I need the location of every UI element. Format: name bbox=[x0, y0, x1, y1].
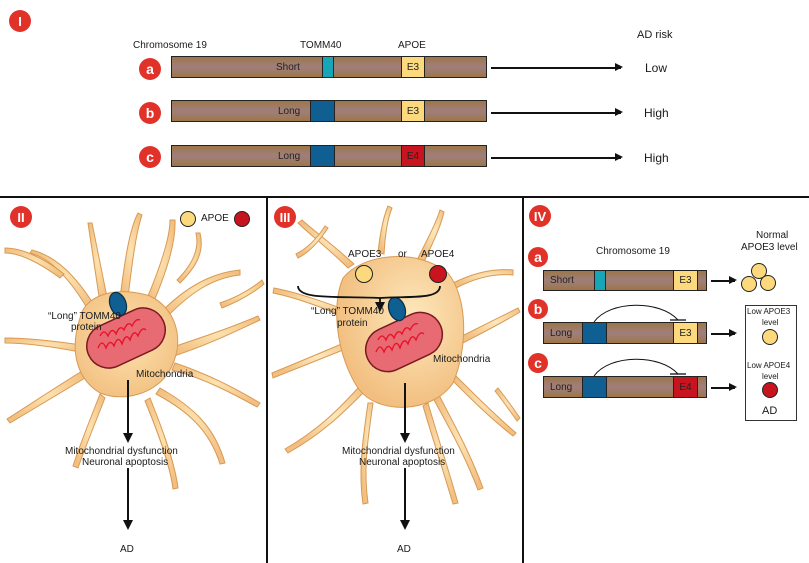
low-apoe3-line1: Low APOE3 bbox=[747, 307, 791, 316]
arrow-b bbox=[491, 109, 623, 115]
apoe3-circle bbox=[355, 265, 373, 283]
apoe-segment: E3 bbox=[673, 323, 698, 343]
apoe3-arrow bbox=[297, 285, 381, 303]
tomm40-segment bbox=[594, 271, 606, 290]
arrow-c bbox=[491, 154, 623, 160]
arrowhead bbox=[123, 433, 133, 443]
chromosome-bar-b: Long E3 bbox=[543, 322, 707, 344]
outcome-line1: Mitochondrial dysfunction bbox=[342, 446, 455, 457]
mitochondria bbox=[364, 311, 444, 373]
row-badge-b: b bbox=[139, 102, 161, 124]
regulation-arc-c bbox=[593, 358, 686, 377]
neuron-illustration-2 bbox=[4, 212, 265, 530]
tomm40-segment bbox=[310, 101, 335, 121]
low-apoe4-line2: level bbox=[762, 372, 779, 381]
arrow-a bbox=[491, 64, 623, 70]
mitochondria-label: Mitochondria bbox=[136, 369, 194, 380]
apoe-segment: E3 bbox=[401, 101, 425, 121]
row-badge-a: a bbox=[139, 58, 161, 80]
tomm40-variant-label: Short bbox=[276, 61, 300, 73]
arrowhead bbox=[400, 520, 410, 530]
normal-label-line2: APOE3 level bbox=[741, 242, 798, 253]
row-badge-c: c bbox=[528, 353, 548, 373]
low-apoe3-line2: level bbox=[762, 318, 779, 327]
normal-label-line1: Normal bbox=[756, 230, 789, 241]
tomm40-variant-label: Long bbox=[278, 105, 301, 117]
apoe3-label: APOE3 bbox=[348, 249, 382, 260]
chromosome-bar-c: Long E4 bbox=[171, 145, 487, 167]
tomm40-variant-label: Long bbox=[278, 150, 301, 162]
divider-vertical-1 bbox=[266, 196, 268, 563]
low-apoe3-icon bbox=[762, 329, 778, 345]
chromosome-label: Chromosome 19 bbox=[133, 40, 207, 51]
panel-badge-2: II bbox=[10, 206, 32, 228]
final-outcome-ad: AD bbox=[120, 544, 134, 555]
protein-label-line2: protein bbox=[71, 322, 102, 333]
apoe-legend-label: APOE bbox=[201, 213, 229, 224]
row-badge-c: c bbox=[139, 146, 161, 168]
final-outcome-ad: AD bbox=[397, 544, 411, 555]
outcome-line1: Mitochondrial dysfunction bbox=[65, 446, 178, 457]
mitochondria bbox=[86, 307, 166, 369]
neuron-illustration-3 bbox=[271, 205, 521, 530]
divider-vertical-2 bbox=[522, 196, 524, 563]
mitochondria-label: Mitochondria bbox=[433, 354, 491, 365]
tomm40-variant-label: Long bbox=[550, 327, 573, 339]
regulation-arc-b bbox=[593, 304, 686, 323]
box-result-ad: AD bbox=[762, 405, 778, 417]
apoe-segment: E4 bbox=[673, 377, 698, 397]
apoe-segment: E3 bbox=[401, 57, 425, 77]
arrow-b bbox=[711, 330, 737, 336]
low-level-result-box bbox=[745, 305, 797, 421]
arrow-a bbox=[711, 277, 737, 283]
risk-value-a: Low bbox=[645, 61, 668, 75]
chromosome-bar-c: Long E4 bbox=[543, 376, 707, 398]
chromosome-bar-a: Short E3 bbox=[543, 270, 707, 291]
arrow-c bbox=[711, 384, 737, 390]
panel-badge-4: IV bbox=[529, 205, 551, 227]
or-label: or bbox=[398, 249, 407, 260]
tomm40-segment bbox=[310, 146, 335, 166]
tomm40-segment bbox=[582, 377, 607, 397]
apoe-label: APOE bbox=[398, 40, 426, 51]
outcome-line2: Neuronal apoptosis bbox=[359, 457, 446, 468]
tomm40-variant-label: Long bbox=[550, 381, 573, 393]
arrowhead bbox=[400, 433, 410, 443]
arrowhead bbox=[123, 520, 133, 530]
apoe-segment: E3 bbox=[673, 271, 698, 290]
protein-label-line2: protein bbox=[337, 318, 368, 329]
apoe4-label: APOE4 bbox=[421, 249, 455, 260]
risk-value-b: High bbox=[644, 106, 669, 120]
apoe3-molecule-icon bbox=[760, 275, 776, 291]
apoe3-molecule-icon bbox=[751, 263, 767, 279]
apoe3-molecule-icon bbox=[741, 276, 757, 292]
apoe4-legend-icon bbox=[234, 211, 250, 227]
apoe4-arrow bbox=[379, 285, 441, 299]
row-badge-b: b bbox=[528, 299, 548, 319]
arrowhead bbox=[375, 302, 385, 312]
panel-badge-1: I bbox=[9, 10, 31, 32]
chromosome-bar-a: Short E3 bbox=[171, 56, 487, 78]
outcome-line2: Neuronal apoptosis bbox=[82, 457, 169, 468]
tomm40-label: TOMM40 bbox=[300, 40, 342, 51]
row-badge-a: a bbox=[528, 247, 548, 267]
tomm40-segment bbox=[582, 323, 607, 343]
tomm40-variant-label: Short bbox=[550, 275, 574, 286]
apoe4-circle bbox=[429, 265, 447, 283]
apoe-segment: E4 bbox=[401, 146, 425, 166]
risk-value-c: High bbox=[644, 151, 669, 165]
panel-badge-3: III bbox=[274, 206, 296, 228]
apoe3-legend-icon bbox=[180, 211, 196, 227]
chromosome-label: Chromosome 19 bbox=[596, 246, 670, 257]
tomm40-segment bbox=[322, 57, 334, 77]
ad-risk-header: AD risk bbox=[637, 29, 673, 41]
tomm40-protein-icon bbox=[108, 291, 128, 317]
divider-horizontal bbox=[0, 196, 809, 198]
chromosome-bar-b: Long E3 bbox=[171, 100, 487, 122]
low-apoe4-line1: Low APOE4 bbox=[747, 361, 791, 370]
protein-label-line1: “Long” TOMM40 bbox=[311, 306, 384, 317]
low-apoe4-icon bbox=[762, 382, 778, 398]
protein-label-line1: “Long” TOMM40 bbox=[48, 311, 121, 322]
